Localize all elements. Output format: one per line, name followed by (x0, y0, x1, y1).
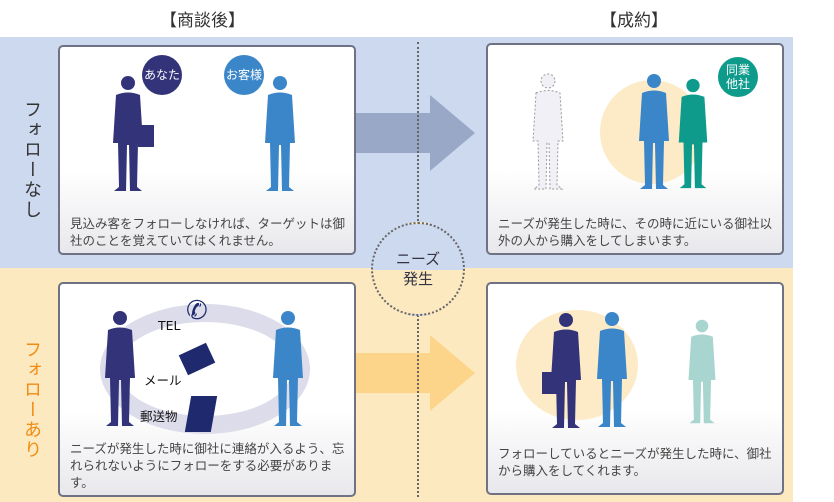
briefcase-icon (542, 372, 560, 394)
mail-label: メール (144, 373, 182, 388)
customer-figure (592, 304, 632, 434)
bubble-customer: お客様 (224, 55, 264, 95)
competitor-figure (684, 310, 720, 432)
you-figure (100, 304, 140, 432)
row-label-follow: フォローあり (21, 340, 42, 460)
card-no-follow-after: あなた お客様 見込み客をフォローしなければ、ターゲットは御社のことを覚えていて… (58, 45, 356, 255)
center-text-1: ニーズ (395, 250, 441, 268)
customer-figure (260, 69, 300, 197)
customer-figure (268, 304, 308, 432)
competitor-figure (674, 71, 712, 195)
post-label: 郵送物 (140, 409, 178, 424)
you-figure (546, 306, 586, 434)
bubble-competitor: 同業他社 (718, 57, 758, 97)
card-text: 見込み客をフォローしなければ、ターゲットは御社のことを覚えていてはくれません。 (70, 216, 346, 248)
arrow-bottom (350, 335, 475, 411)
row-label-no-follow: フォローなし (21, 100, 42, 220)
arrow-top (350, 95, 475, 171)
card-follow-contract: フォローしているとニーズが発生した時に、御社から購入をしてくれます。 (486, 282, 784, 495)
needs-occur-circle: ニーズ 発生 (371, 222, 465, 316)
header-contract: 【成約】 (600, 11, 668, 31)
bubble-you: あなた (142, 55, 182, 95)
center-text-2: 発生 (402, 270, 433, 288)
card-text: フォローしているとニーズが発生した時に、御社から購入をしてくれます。 (498, 446, 772, 478)
briefcase-icon (138, 125, 154, 147)
absent-you-figure (528, 67, 568, 195)
card-no-follow-contract: 同業他社 ニーズが発生した時に、その時に近にいる御社以外の人から購入をしてしまい… (486, 43, 784, 255)
customer-figure (634, 67, 674, 195)
card-follow-after: ✆ TEL メール 郵送物 ニーズが発生した時に御社に連絡が入るよう、忘れられな… (58, 282, 356, 497)
header-after-negotiation: 【商談後】 (160, 11, 245, 31)
card-text: ニーズが発生した時に御社に連絡が入るよう、忘れられないようにフォローをする必要が… (70, 441, 345, 490)
card-text: ニーズが発生した時に、その時に近にいる御社以外の人から購入をしてしまいます。 (498, 216, 773, 248)
tel-label: TEL (158, 318, 181, 333)
phone-icon: ✆ (186, 296, 208, 326)
